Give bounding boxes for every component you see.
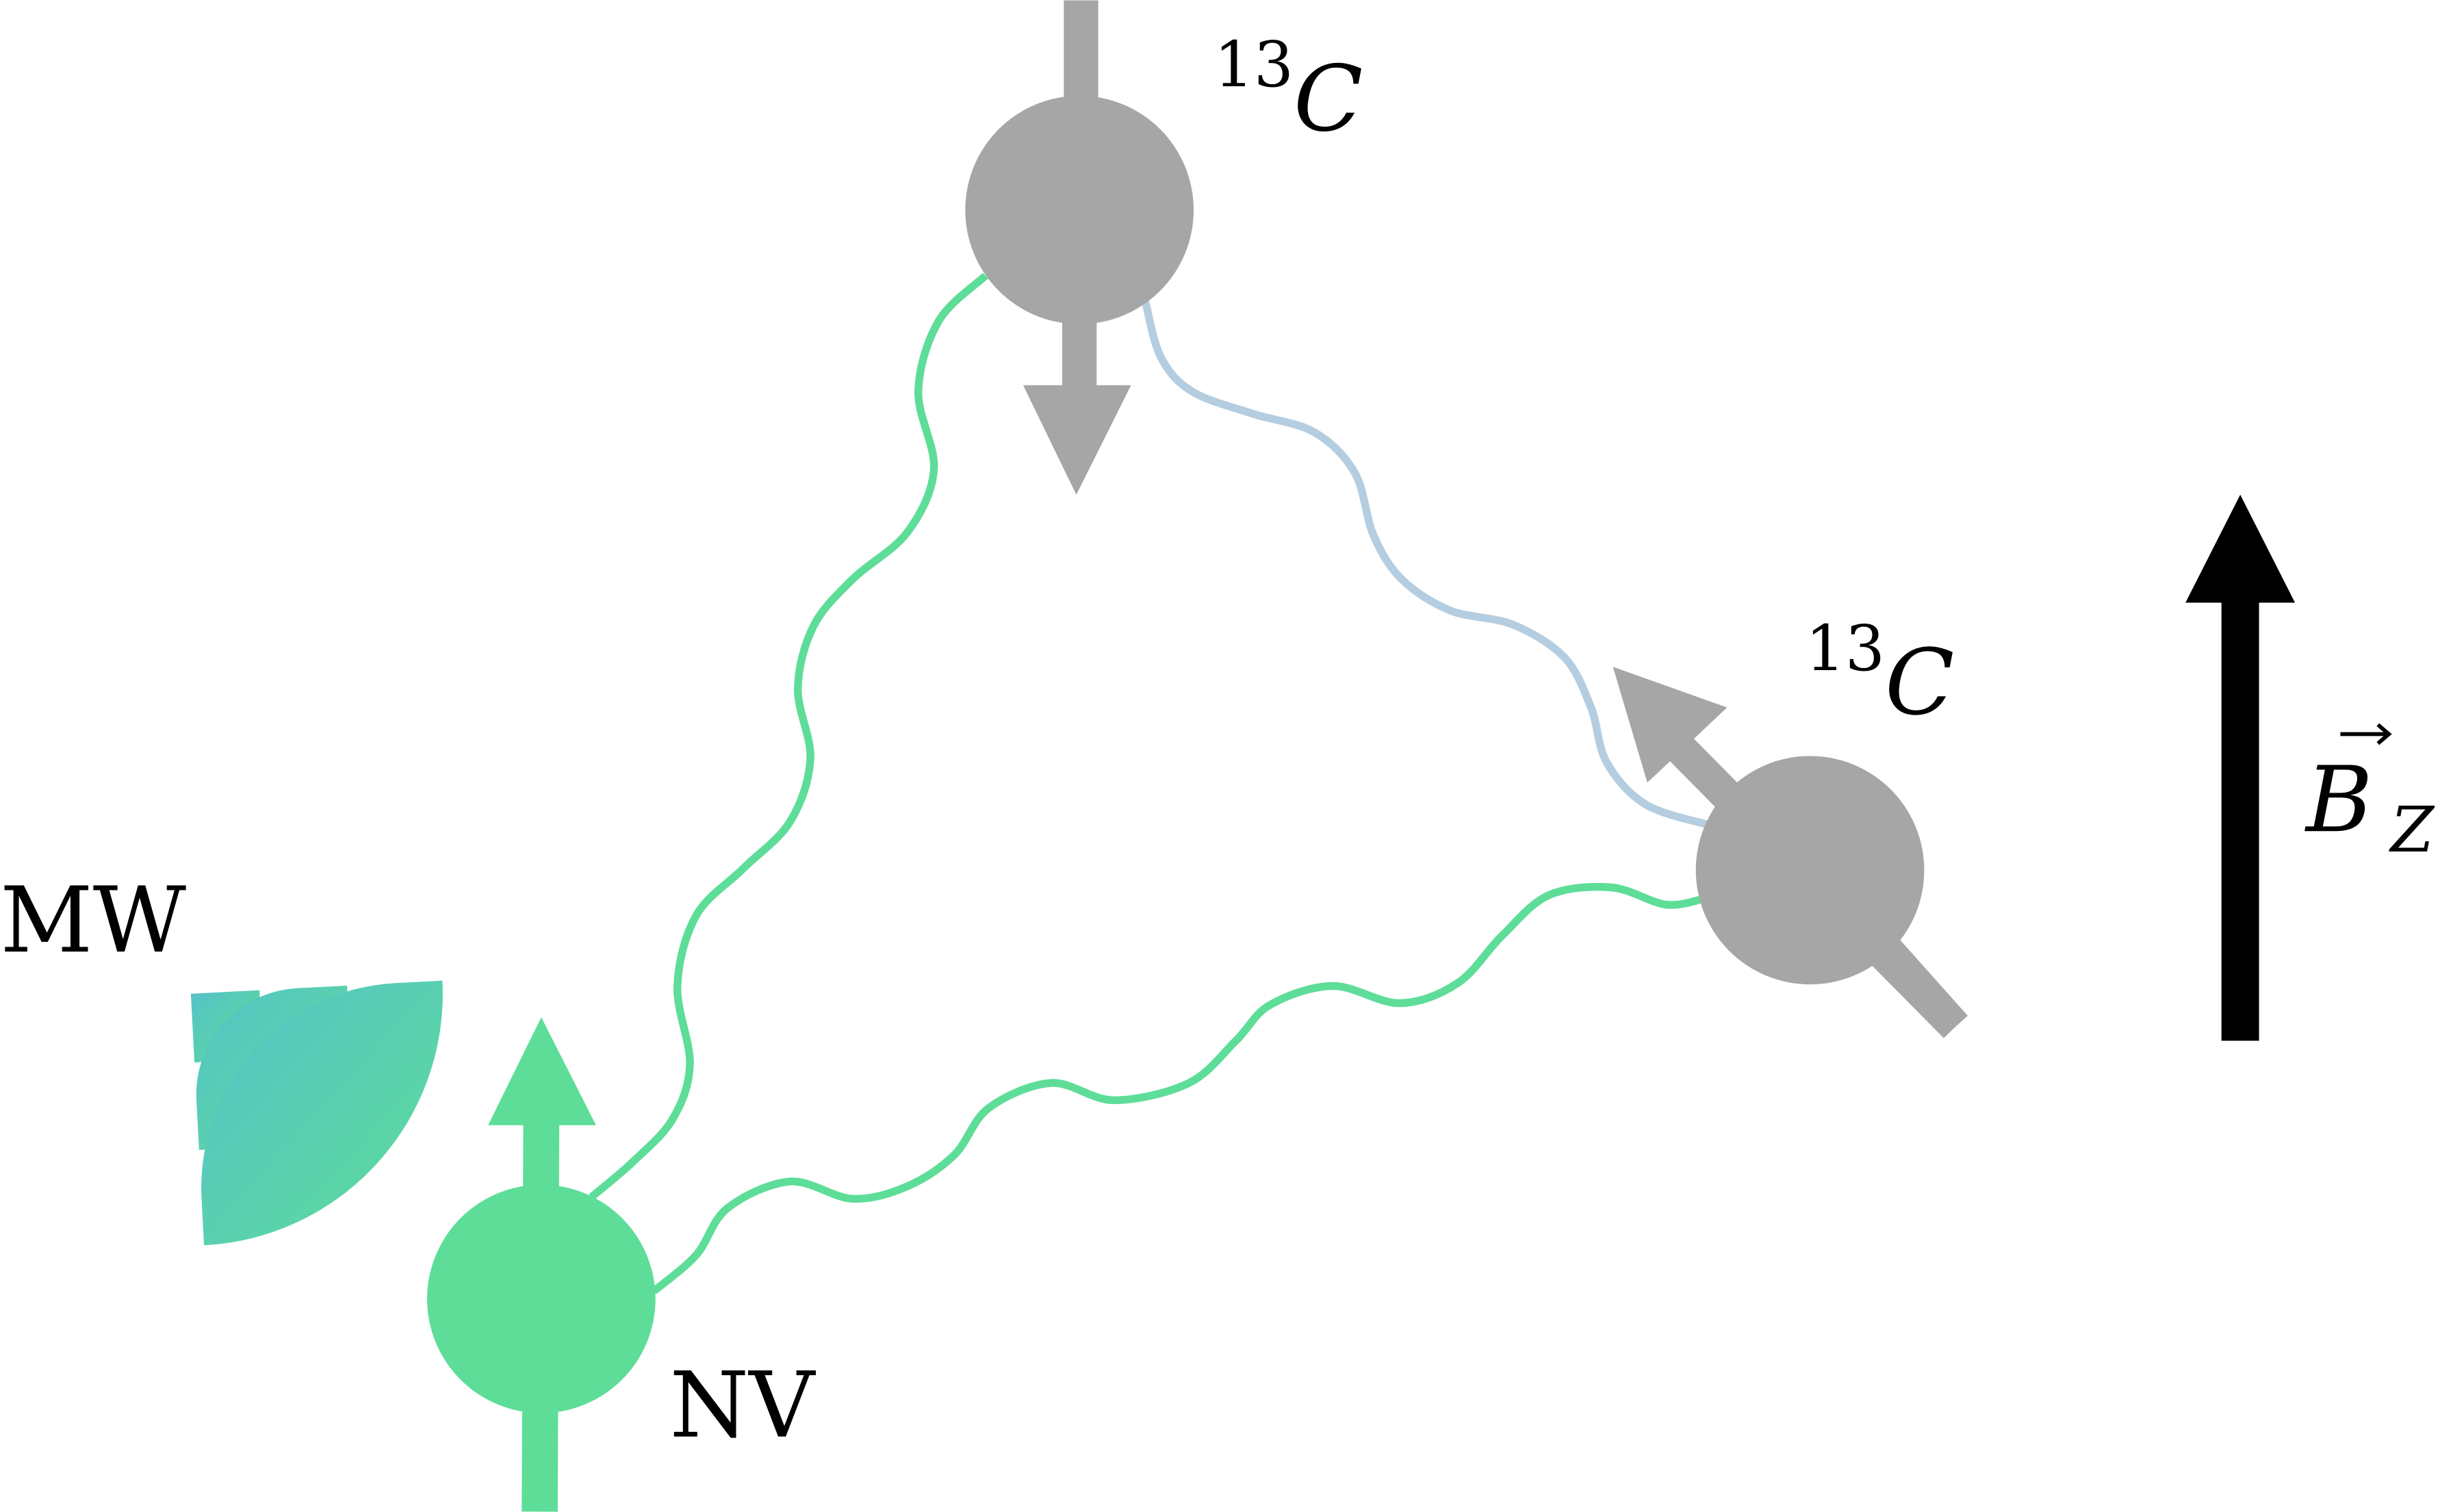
- nucleus-circle: [965, 95, 1194, 324]
- field-subscript: Z: [2389, 793, 2435, 867]
- spin-arrow-up-left-icon: [1613, 667, 1728, 783]
- spin-arrow-shaft: [1062, 313, 1097, 389]
- element-symbol: C: [1885, 630, 1954, 736]
- spin-arrow-shaft: [1064, 0, 1099, 110]
- coupling-nv-right-carbon: [651, 882, 1706, 1294]
- mw-wave-3: [201, 980, 443, 1246]
- field-arrow-shaft: [2221, 598, 2259, 1041]
- coupling-nv-top-carbon: [589, 272, 988, 1201]
- nucleus-circle: [1695, 756, 1925, 985]
- carbon-right-label: 13C: [1806, 612, 1955, 736]
- spin-arrow-down-icon: [1023, 385, 1131, 495]
- coupling-carbon-carbon: [1141, 299, 1710, 829]
- carbon-top-nucleus: [965, 0, 1194, 495]
- isotope-number: 13: [1806, 612, 1885, 685]
- vector-arrow-head: [2376, 723, 2392, 745]
- carbon-top-label: 13C: [1214, 28, 1363, 152]
- nv-circle: [427, 1184, 656, 1413]
- nv-label: NV: [669, 1353, 816, 1459]
- field-symbol: B: [2304, 747, 2372, 853]
- magnetic-field-arrow: [2185, 494, 2296, 1041]
- field-label: B Z: [2304, 723, 2435, 867]
- mw-label: MW: [0, 868, 186, 973]
- element-symbol: C: [1294, 47, 1363, 152]
- nv-center: [427, 1017, 656, 1512]
- carbon-right-nucleus: [1613, 667, 1968, 1038]
- spin-arrow-up-icon: [488, 1017, 596, 1125]
- microwave-icon: [190, 980, 443, 1246]
- isotope-number: 13: [1214, 28, 1294, 101]
- arrow-up-icon: [2185, 494, 2296, 603]
- spin-arrow-shaft: [1864, 927, 1968, 1038]
